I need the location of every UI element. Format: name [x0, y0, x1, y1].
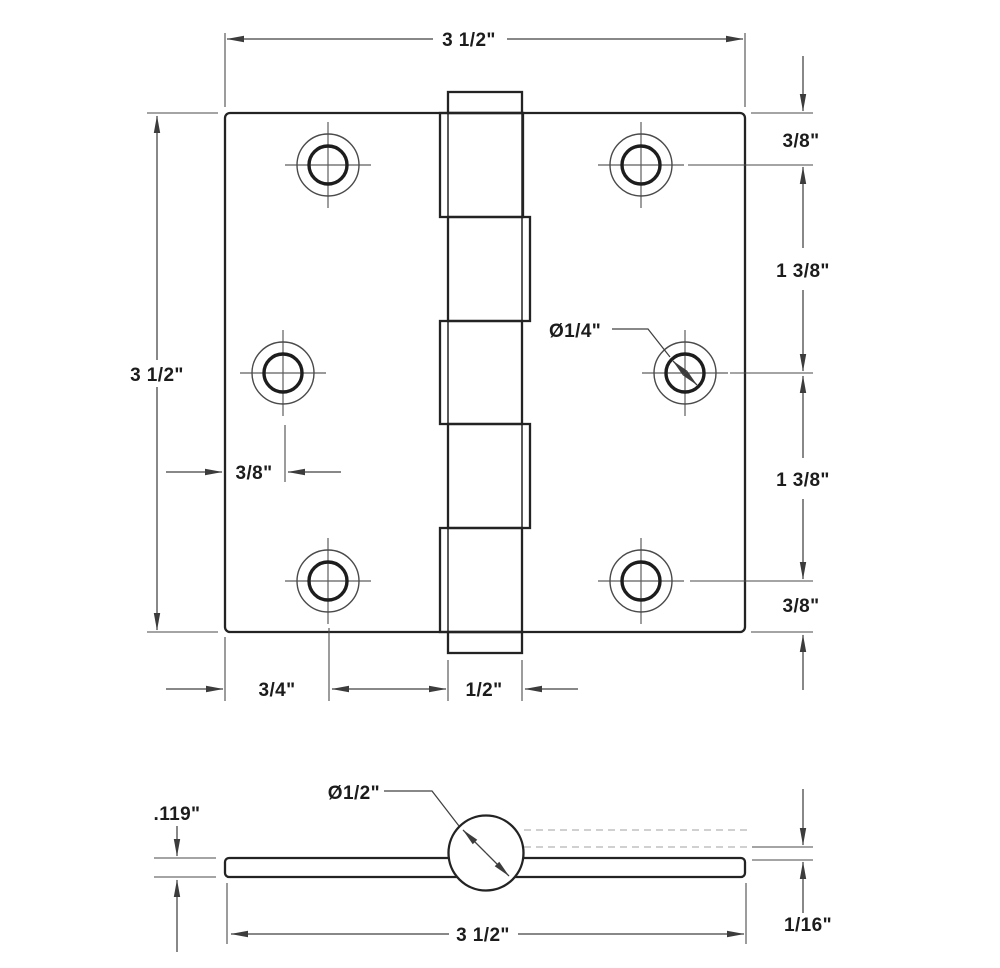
hole-diameter-label: Ø1/4": [549, 321, 601, 342]
side-view: Ø1/2" .119" 1/16" 3 1/2": [154, 783, 832, 952]
overall-width-label: 3 1/2": [442, 30, 496, 51]
screw-hole-top-left: [285, 122, 371, 208]
dim-overall-width: 3 1/2": [224, 30, 746, 107]
overall-height-label: 3 1/2": [130, 365, 184, 386]
barrel-width-label: 1/2": [465, 680, 502, 701]
screw-hole-bottom-right: [598, 538, 684, 624]
top-view: 3 1/2" 3 1/2" 3/8" 1 3/8" 1 3/8": [130, 30, 830, 701]
screw-hole-bottom-left: [285, 538, 371, 624]
side-length-label: 3 1/2": [456, 925, 510, 946]
knuckle-5: [438, 526, 524, 634]
pin-cap-top: [446, 90, 524, 115]
screw-hole-top-right: [598, 122, 684, 208]
hole-edge-offset-label: 3/8": [235, 463, 272, 484]
edge-top-hole-label: 3/8": [782, 131, 819, 152]
dim-right-spacing: 3/8" 1 3/8" 1 3/8" 3/8": [688, 56, 830, 690]
barrel-diameter-label: Ø1/2": [328, 783, 380, 804]
edge-bottom-hole-label: 3/8": [782, 596, 819, 617]
hole-spacing-upper-label: 1 3/8": [776, 261, 830, 282]
knuckle-1: [438, 111, 525, 219]
leaf-thickness-label: .119": [154, 804, 201, 825]
callout-barrel-diameter: Ø1/2": [328, 783, 510, 877]
callout-hole-diameter: Ø1/4": [549, 321, 698, 386]
pin-cap-bottom: [446, 630, 524, 655]
dim-leaf-gap: 1/16": [752, 789, 832, 936]
knuckle-3: [438, 319, 524, 426]
screw-hole-middle-right: [642, 330, 728, 416]
knuckle-4: [446, 422, 532, 530]
leaf-gap-label: 1/16": [784, 915, 832, 936]
dim-hole-edge-offset: 3/8": [166, 425, 341, 484]
dim-side-length: 3 1/2": [226, 883, 747, 946]
edge-centerline-label: 3/4": [258, 680, 295, 701]
dim-overall-height: 3 1/2": [130, 112, 218, 633]
dim-bottom-offsets: 3/4" 1/2": [166, 628, 578, 701]
knuckle-2: [446, 215, 532, 323]
hole-spacing-lower-label: 1 3/8": [776, 470, 830, 491]
screw-hole-middle-left: [240, 330, 326, 416]
dim-leaf-thickness: .119": [154, 804, 216, 952]
